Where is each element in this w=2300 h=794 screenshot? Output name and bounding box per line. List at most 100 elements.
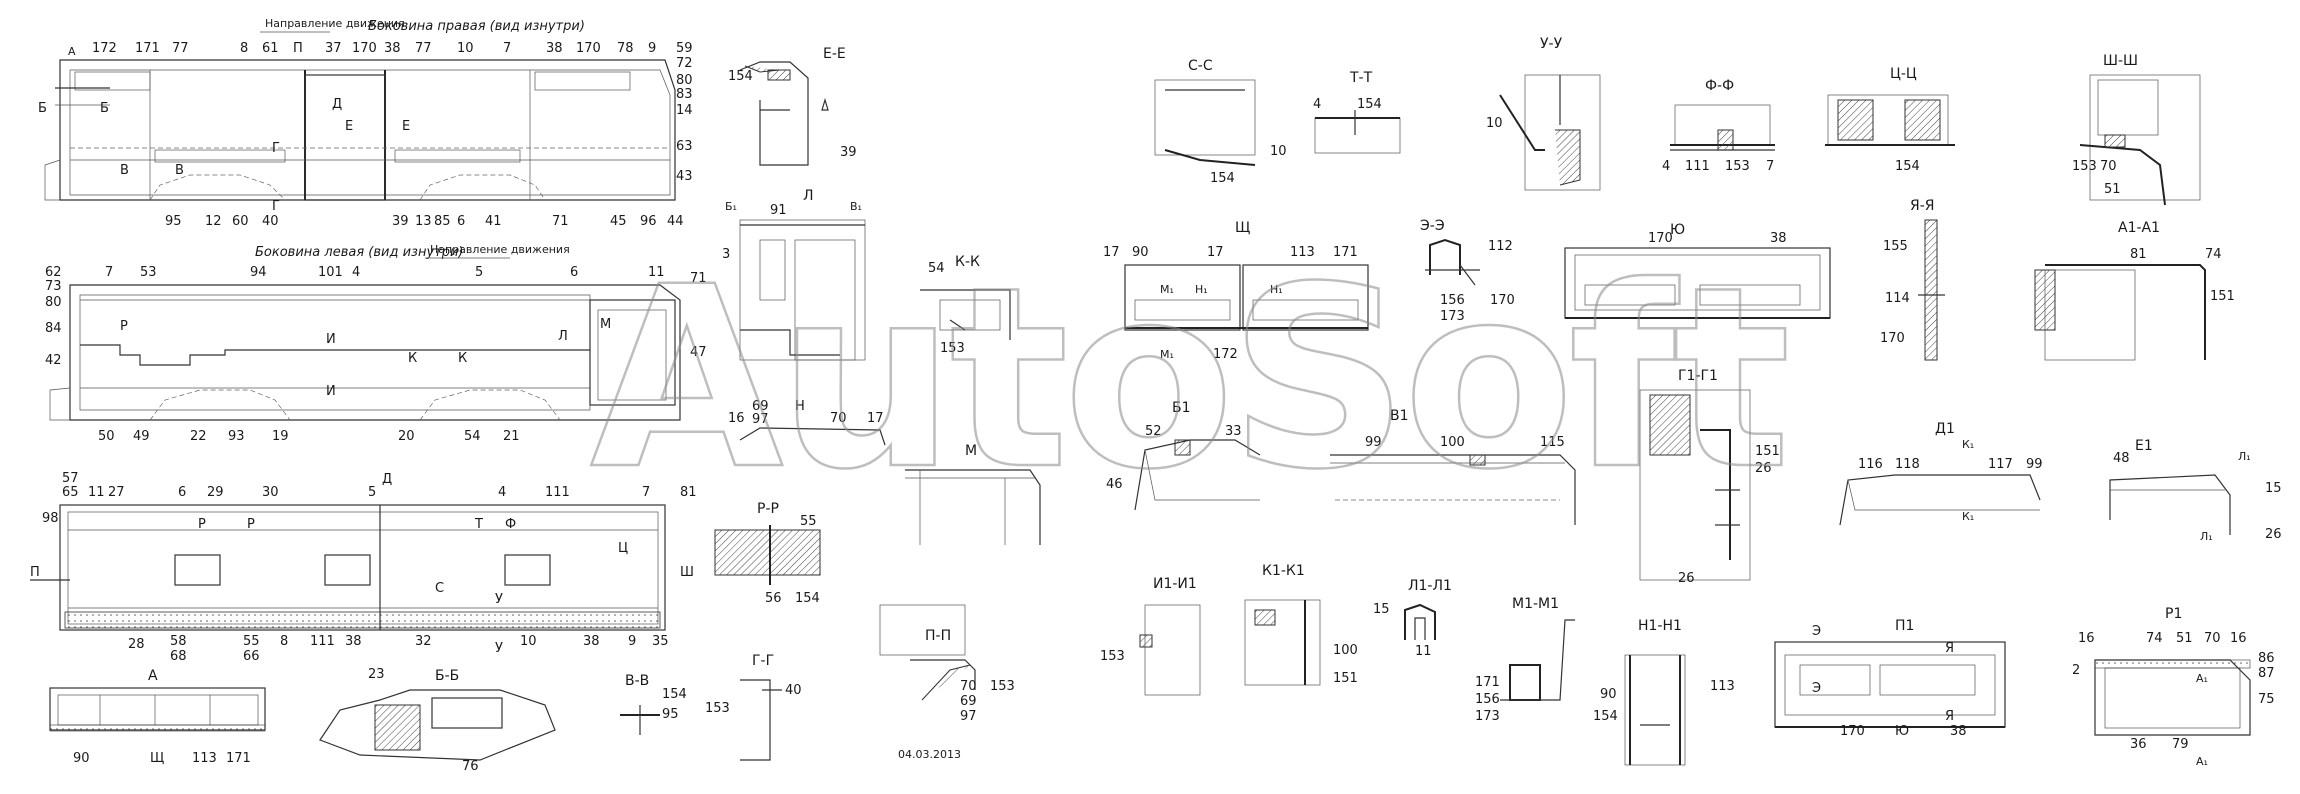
svg-text:153: 153 (990, 679, 1015, 694)
svg-text:111: 111 (1685, 159, 1710, 174)
svg-text:39: 39 (840, 145, 857, 160)
svg-text:71: 71 (690, 271, 707, 286)
svg-text:4: 4 (498, 485, 506, 500)
svg-text:15: 15 (2265, 481, 2282, 496)
view-bb: Б-Б 23 76 (319, 667, 556, 774)
view-tt: Т-Т 4 154 (1313, 70, 1401, 154)
svg-text:154: 154 (662, 687, 687, 702)
svg-text:83: 83 (676, 87, 693, 102)
svg-text:47: 47 (690, 345, 707, 360)
svg-text:38: 38 (546, 41, 563, 56)
svg-text:55: 55 (800, 514, 817, 529)
svg-text:26: 26 (2265, 527, 2282, 542)
view-tsts: Ц-Ц 154 (1825, 66, 1955, 174)
view-b1: Б1 52 33 46 (1106, 400, 1261, 511)
svg-text:32: 32 (415, 634, 432, 649)
svg-text:156: 156 (1475, 692, 1500, 707)
svg-text:М₁: М₁ (1160, 348, 1174, 361)
svg-text:62: 62 (45, 265, 62, 280)
svg-text:У-У: У-У (1540, 36, 1563, 52)
left-side-callouts: 62 73 80 84 42 7 53 94 101 4 5 6 11 71 4… (45, 265, 707, 444)
view-e1: Е1 48 15 26 Л₁ Л₁ (2109, 438, 2282, 543)
svg-text:Р: Р (120, 319, 128, 334)
svg-text:42: 42 (45, 353, 62, 368)
view-a: А 90 Щ 113 171 (49, 668, 266, 766)
svg-text:113: 113 (192, 751, 217, 766)
svg-text:В: В (175, 163, 184, 178)
svg-text:К-К: К-К (955, 254, 980, 270)
svg-text:П: П (293, 41, 303, 56)
svg-text:Д1: Д1 (1935, 421, 1955, 437)
svg-text:60: 60 (232, 214, 249, 229)
svg-text:У: У (495, 592, 503, 607)
svg-text:76: 76 (462, 759, 479, 774)
svg-text:Р: Р (198, 517, 206, 532)
svg-text:33: 33 (1225, 424, 1242, 439)
svg-text:90: 90 (1132, 245, 1149, 260)
svg-text:16: 16 (2078, 631, 2095, 646)
svg-text:7: 7 (1766, 159, 1774, 174)
right-side-panel-view: Боковина правая (вид изнутри) Направлени… (38, 17, 676, 214)
svg-text:77: 77 (172, 41, 189, 56)
svg-text:В: В (120, 163, 129, 178)
svg-text:154: 154 (795, 591, 820, 606)
svg-text:И: И (326, 384, 336, 399)
svg-text:155: 155 (1883, 239, 1908, 254)
svg-text:В-В: В-В (625, 673, 649, 689)
view-k1k1: К1-К1 100 151 (1244, 563, 1358, 686)
svg-text:Л: Л (803, 188, 814, 204)
svg-text:П-П: П-П (925, 628, 951, 644)
svg-text:А: А (68, 45, 76, 58)
view-sch: Щ Н₁ Н₁ М₁ М₁ 17 90 17 113 171 172 (1103, 220, 1369, 362)
svg-text:69: 69 (960, 694, 977, 709)
svg-text:Г1-Г1: Г1-Г1 (1678, 368, 1718, 384)
svg-text:Р-Р: Р-Р (757, 501, 779, 517)
left-side-caption: Боковина левая (вид изнутри) (255, 245, 463, 260)
left-side-panel-view: Боковина левая (вид изнутри) Направление… (49, 243, 681, 421)
svg-text:171: 171 (1475, 675, 1500, 690)
view-v1: В1 99 100 115 (1330, 408, 1576, 525)
svg-text:19: 19 (272, 429, 289, 444)
svg-text:23: 23 (368, 667, 385, 682)
view-gg: Г-Г 40 153 (705, 653, 802, 761)
svg-text:93: 93 (228, 429, 245, 444)
svg-text:10: 10 (457, 41, 474, 56)
svg-text:Я-Я: Я-Я (1910, 198, 1935, 214)
view-d1: Д1 116 118 117 99 К₁ К₁ (1839, 421, 2043, 526)
svg-text:154: 154 (1210, 171, 1235, 186)
view-g1g1: Г1-Г1 151 26 26 (1639, 368, 1780, 586)
svg-text:63: 63 (676, 139, 693, 154)
svg-text:97: 97 (752, 412, 769, 427)
svg-text:95: 95 (662, 707, 679, 722)
svg-text:13: 13 (415, 214, 432, 229)
svg-text:Ш: Ш (680, 565, 694, 580)
svg-text:Р1: Р1 (2165, 606, 2182, 622)
svg-text:87: 87 (2258, 666, 2275, 681)
svg-text:Ф-Ф: Ф-Ф (1705, 78, 1734, 94)
svg-text:Н1-Н1: Н1-Н1 (1638, 618, 1682, 634)
svg-text:Ю: Ю (1670, 222, 1685, 238)
svg-text:38: 38 (583, 634, 600, 649)
svg-text:94: 94 (250, 265, 267, 280)
svg-text:116: 116 (1858, 457, 1883, 472)
svg-text:11: 11 (1415, 644, 1432, 659)
svg-text:6: 6 (457, 214, 465, 229)
svg-text:154: 154 (1593, 709, 1618, 724)
svg-text:М: М (965, 443, 977, 459)
svg-text:40: 40 (262, 214, 279, 229)
svg-text:С-С: С-С (1188, 58, 1213, 74)
svg-text:16: 16 (728, 411, 745, 426)
svg-text:111: 111 (310, 634, 335, 649)
svg-text:73: 73 (45, 279, 62, 294)
svg-text:7: 7 (503, 41, 511, 56)
svg-text:80: 80 (45, 295, 62, 310)
svg-text:7: 7 (642, 485, 650, 500)
svg-text:99: 99 (2026, 457, 2043, 472)
view-kk: К-К 54 153 (920, 254, 1011, 356)
view-m: М (905, 443, 1041, 545)
svg-text:38: 38 (384, 41, 401, 56)
svg-text:Ф: Ф (505, 517, 516, 532)
svg-text:117: 117 (1988, 457, 2013, 472)
svg-text:49: 49 (133, 429, 150, 444)
